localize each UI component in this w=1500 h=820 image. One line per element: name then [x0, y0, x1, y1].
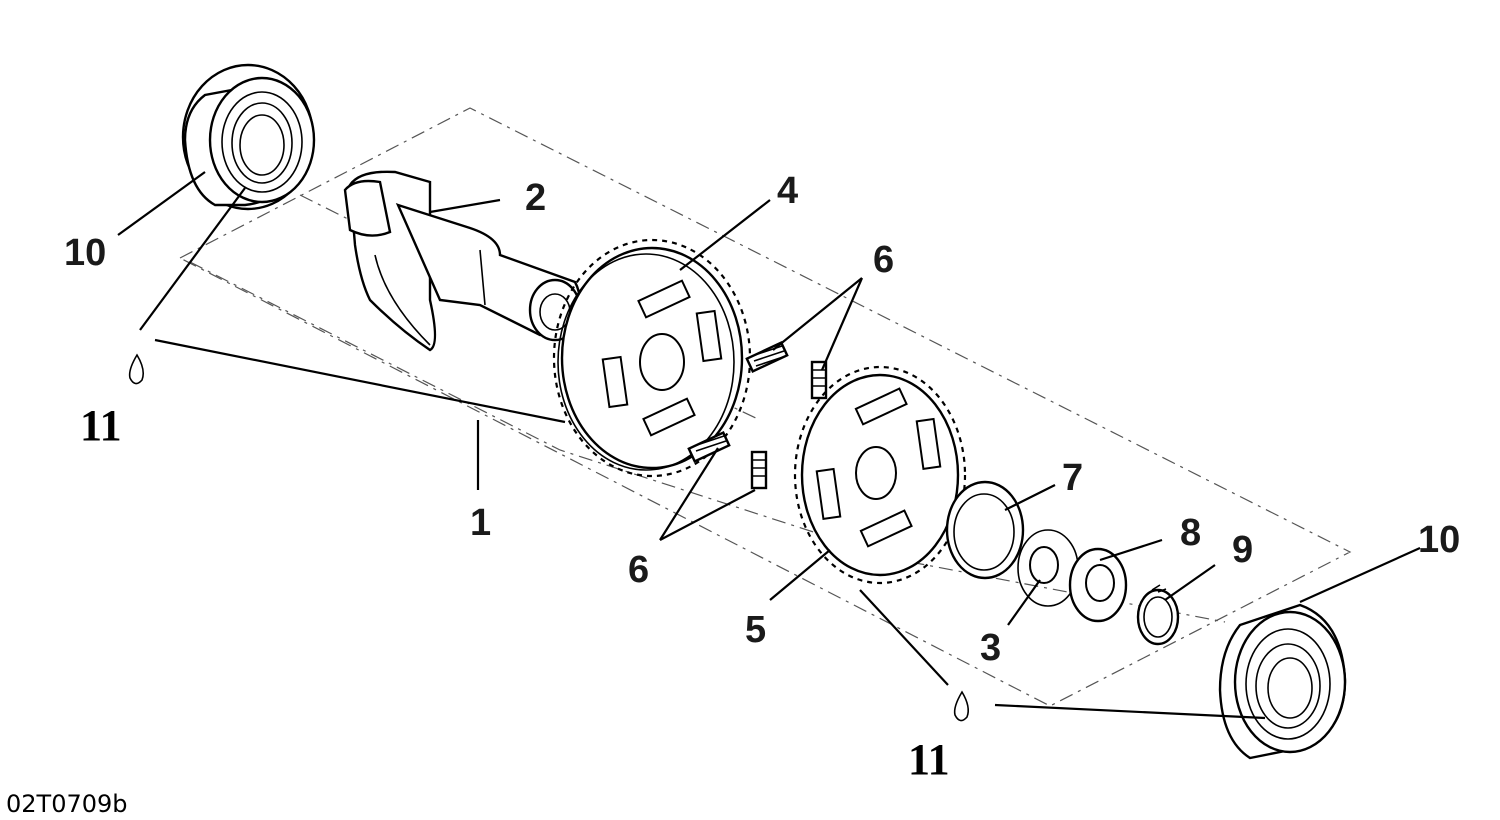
oil-drop-icon	[128, 353, 144, 385]
callout-6-top: 6	[873, 239, 894, 281]
callout-8: 8	[1180, 512, 1201, 554]
washer	[945, 480, 1025, 580]
figure-id: 02T0709b	[6, 790, 128, 818]
bearing-bottom-right	[1218, 603, 1347, 760]
callout-7: 7	[1062, 457, 1083, 499]
springs	[687, 341, 828, 490]
spacer-ring	[1068, 547, 1128, 623]
bearing-top-left	[181, 63, 316, 211]
callout-11-right: 11	[908, 735, 950, 784]
intermediate-gear	[793, 365, 967, 585]
callout-6-bottom: 6	[628, 549, 649, 591]
callout-4: 4	[777, 170, 798, 212]
callout-5: 5	[745, 609, 766, 651]
callout-1: 1	[470, 502, 491, 544]
camshaft	[343, 170, 582, 352]
leader-lines	[117, 171, 1421, 720]
callout-10-left: 10	[64, 232, 106, 274]
oil-drop-icon	[953, 690, 969, 722]
retaining-ring	[1136, 584, 1180, 646]
callout-2: 2	[525, 177, 546, 219]
callout-9: 9	[1232, 529, 1253, 571]
callout-11-left: 11	[80, 401, 122, 450]
thrust-washer	[1017, 529, 1079, 607]
callout-3: 3	[980, 627, 1001, 669]
callout-10-right: 10	[1418, 519, 1460, 561]
